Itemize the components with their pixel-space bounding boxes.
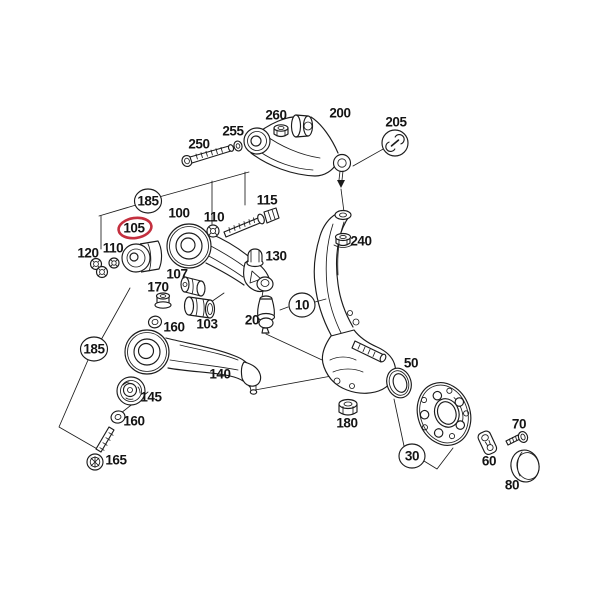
nut-240 [333,232,353,248]
ring-160-upper [147,315,163,329]
label-circle [133,188,163,214]
part-number-text: 200 [329,106,350,121]
part-label-70: 70 [512,417,527,432]
part-number-text: 250 [188,137,209,152]
seal-50 [386,367,412,399]
label-circle [398,443,426,469]
part-number-text: 103 [196,317,218,332]
wrench-icon [385,133,405,153]
part-number-text: 60 [482,454,496,469]
part-number-text: 105 [123,221,145,236]
nut-260 [273,124,289,138]
part-label-107: 107 [166,267,188,282]
nut-130 [246,248,264,268]
grease-cap-80 [510,449,540,483]
part-label-165: 165 [105,453,128,468]
part-label-170: 170 [147,280,169,295]
part-number-text: 180 [336,416,357,431]
part-label-60: 60 [482,454,497,469]
part-number-text: 170 [147,280,168,295]
washer-110-right [206,224,220,238]
part-label-100: 100 [168,206,190,221]
nut-180 [338,398,358,416]
part-label-115: 115 [257,193,279,208]
part-label-250: 250 [188,137,210,152]
part-number-text: 255 [222,124,244,139]
part-label-200: 200 [329,106,351,121]
part-label-255: 255 [222,124,245,139]
bolt-165 [86,426,115,471]
part-number-text: 107 [166,267,187,282]
tool-symbol-205 [381,129,409,157]
part-label-180: 180 [336,416,358,431]
part-number-text: 110 [103,241,124,256]
part-label-10: 10 [288,292,316,318]
bushing-107 [180,276,206,297]
part-number-text: 120 [77,246,98,261]
hub-cap-lock-60 [477,430,498,456]
part-label-260: 260 [265,108,287,123]
part-label-240: 240 [350,234,372,249]
part-number-text: 30 [405,449,419,464]
bushing-103 [183,296,216,319]
part-number-text: 100 [168,206,189,221]
bolt-70 [505,431,529,446]
part-label-205: 205 [385,115,408,130]
bushing-105 [121,240,163,273]
part-number-text: 50 [404,356,418,371]
bolt-250 [181,144,235,168]
wheel-hub-30 [416,382,472,446]
part-label-160: 160 [123,414,145,429]
part-number-text: 185 [137,194,159,209]
part-label-50: 50 [404,356,419,371]
part-number-text: 10 [295,298,309,313]
part-label-110: 110 [204,210,225,225]
part-label-160: 160 [163,320,185,335]
part-label-30: 30 [398,443,426,469]
nut-170 [154,292,172,309]
bolt-115 [223,207,280,238]
part-label-145: 145 [140,390,163,405]
part-number-text: 145 [140,390,162,405]
part-number-text: 70 [512,417,526,432]
upper-control-arm-200 [243,114,352,188]
part-label-185: 185 [133,188,163,214]
part-label-120: 120 [77,246,99,261]
part-number-text: 140 [209,367,230,382]
lower-control-arm-140 [124,329,262,395]
part-label-105: 105 [117,216,153,240]
part-number-text: 110 [204,210,225,225]
part-label-185: 185 [79,336,109,362]
label-circle [288,292,316,318]
part-label-80: 80 [505,478,520,493]
part-label-103: 103 [196,317,219,332]
washer-120 [89,257,109,279]
ring-160-lower [110,410,126,424]
part-label-130: 130 [265,249,287,264]
part-label-20: 20 [245,313,260,328]
part-label-140: 140 [209,367,231,382]
spring-link-100 [166,223,274,293]
washer-110-left [108,257,120,269]
part-number-text: 130 [265,249,286,264]
part-number-text: 80 [505,478,519,493]
part-number-text: 260 [265,108,286,123]
part-number-text: 20 [245,313,259,328]
part-label-110: 110 [103,241,124,256]
washer-255 [233,140,243,152]
part-number-text: 115 [257,193,278,208]
ball-joint-20 [256,290,276,334]
part-number-text: 160 [123,414,144,429]
part-number-text: 160 [163,320,184,335]
part-number-text: 165 [105,453,127,468]
label-circle [79,336,109,362]
part-number-text: 185 [83,342,105,357]
part-number-text: 205 [385,115,407,130]
highlight-ellipse-105 [117,216,153,240]
part-number-text: 240 [350,234,371,249]
steering-knuckle [313,209,397,394]
bearing-145 [116,376,146,406]
